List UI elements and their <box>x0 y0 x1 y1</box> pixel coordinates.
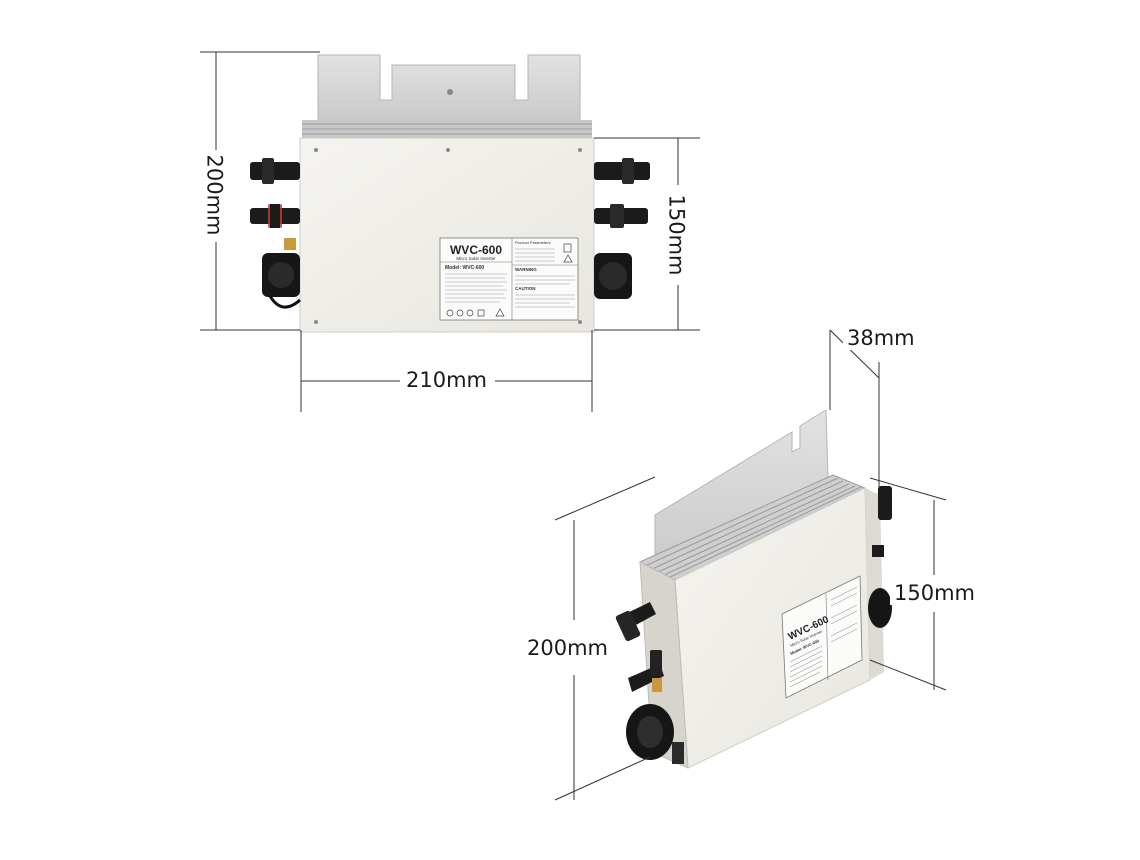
angled-side-height-dimension-label: 150mm <box>890 581 979 605</box>
angled-cooling-fins <box>638 474 867 581</box>
front-width-dimension-label: 210mm <box>402 368 491 392</box>
front-depth-height-dimension-label: 150mm <box>664 190 689 280</box>
front-params-header: Product Parameters <box>515 240 551 245</box>
front-certification-icons <box>446 243 573 317</box>
angled-left-connectors <box>615 602 684 764</box>
front-subtitle: Micro Solar Inverter <box>456 256 496 261</box>
front-model-line: Model: WVC-600 <box>445 265 484 271</box>
front-product-label: WVC-600 Micro Solar Inverter Model: WVC-… <box>439 237 579 321</box>
front-caution-header: CAUTION <box>515 286 536 291</box>
angled-dimension-lines <box>554 329 947 801</box>
angled-height-dimension-label: 200mm <box>523 636 612 660</box>
front-model-title: WVC-600 <box>450 243 502 257</box>
front-warning-header: WARNING <box>515 267 537 272</box>
front-height-dimension-label: 200mm <box>202 150 227 240</box>
front-left-connectors <box>250 158 301 309</box>
front-dimension-lines <box>200 51 700 412</box>
angled-depth-dimension-label: 38mm <box>843 326 919 350</box>
front-mounting-bracket <box>317 54 581 123</box>
angled-view-inverter: WVC-600 Micro Solar Inverter Model: WVC-… <box>615 409 892 769</box>
front-view-inverter: WVC-600 Micro Solar Inverter Model: WVC-… <box>250 54 650 333</box>
front-right-connectors <box>594 158 650 299</box>
angled-right-connectors <box>868 486 892 628</box>
angled-product-label: WVC-600 Micro Solar Inverter Model: WVC-… <box>781 575 863 699</box>
